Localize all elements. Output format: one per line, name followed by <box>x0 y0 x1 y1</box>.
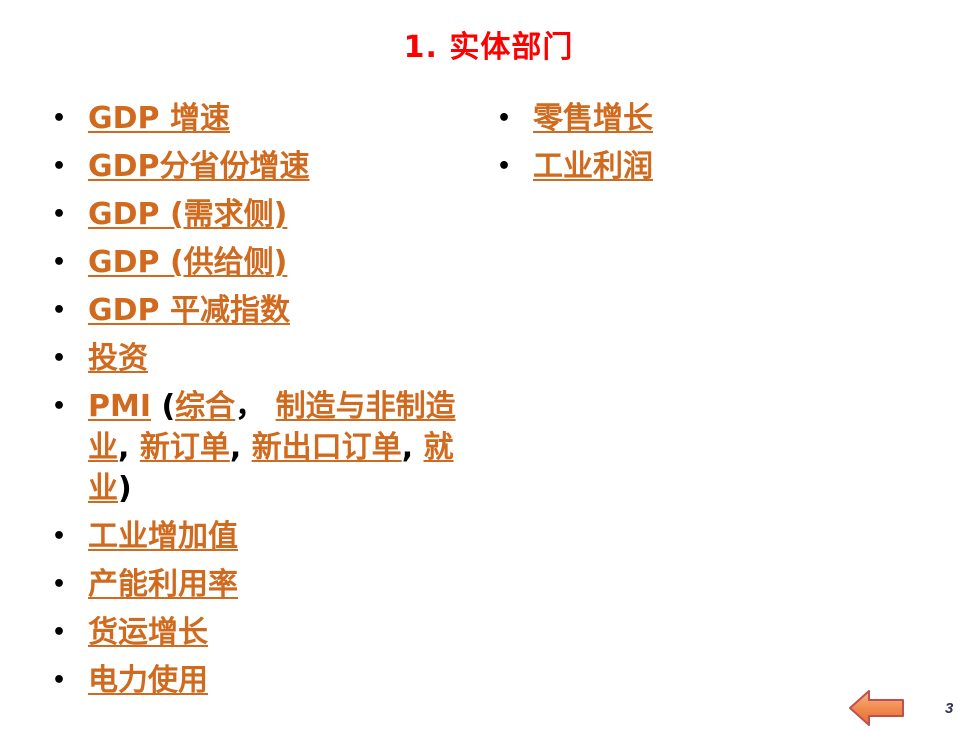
list-item: • 货运增长 <box>50 612 490 653</box>
link-investment[interactable]: 投资 <box>88 341 148 376</box>
left-arrow-icon <box>849 690 904 726</box>
link-gdp-supply-side[interactable]: GDP (供给侧) <box>88 245 288 280</box>
list-item: • GDP (需求侧) <box>50 194 490 235</box>
list-item-pmi: • PMI (综合， 制造与非制造业, 新订单, 新出口订单, 就业) <box>50 386 490 509</box>
link-gdp-demand-side[interactable]: GDP (需求侧) <box>88 197 288 232</box>
list-item: • 投资 <box>50 338 490 379</box>
list-item: • 产能利用率 <box>50 564 490 605</box>
back-arrow-button[interactable] <box>848 688 906 728</box>
bullet-icon: • <box>52 154 67 179</box>
link-industrial-profit[interactable]: 工业利润 <box>533 149 653 184</box>
list-item: • 工业增加值 <box>50 516 490 557</box>
link-capacity-utilization[interactable]: 产能利用率 <box>88 567 238 602</box>
pmi-close-paren: ) <box>118 471 132 506</box>
list-item: • GDP 平减指数 <box>50 290 490 331</box>
page-title: 1. 实体部门 <box>403 30 574 65</box>
pmi-comma-2: , <box>229 430 252 465</box>
link-pmi-new-export-orders[interactable]: 新出口订单 <box>251 430 402 465</box>
link-pmi-new-orders[interactable]: 新订单 <box>139 430 230 465</box>
list-item: • GDP (供给侧) <box>50 242 490 283</box>
pmi-comma-cn: ， <box>235 389 276 424</box>
link-retail-growth[interactable]: 零售增长 <box>533 101 653 136</box>
left-link-list: • GDP 增速 • GDP分省份增速 • GDP (需求侧) • GDP (供… <box>50 98 490 708</box>
bullet-icon: • <box>52 298 67 323</box>
list-item: • GDP分省份增速 <box>50 146 490 187</box>
link-electricity-usage[interactable]: 电力使用 <box>88 663 208 698</box>
list-item: • GDP 增速 <box>50 98 490 139</box>
bullet-icon: • <box>52 202 67 227</box>
link-pmi-mfg-nonmfg[interactable]: 制造与非制造业 <box>88 389 456 465</box>
bullet-icon: • <box>52 250 67 275</box>
bullet-icon: • <box>52 572 67 597</box>
list-item: • 电力使用 <box>50 660 490 701</box>
right-link-list: • 零售增长 • 工业利润 <box>495 98 795 194</box>
bullet-icon: • <box>497 154 512 179</box>
list-item: • 工业利润 <box>495 146 795 187</box>
link-gdp-growth[interactable]: GDP 增速 <box>88 101 230 136</box>
bullet-icon: • <box>52 620 67 645</box>
link-gdp-deflator[interactable]: GDP 平减指数 <box>88 293 290 328</box>
pmi-comma-1: , <box>118 430 140 465</box>
link-freight-growth[interactable]: 货运增长 <box>88 615 208 650</box>
bullet-icon: • <box>52 106 67 131</box>
bullet-icon: • <box>497 106 512 131</box>
page-number: 3 <box>945 700 954 717</box>
link-pmi[interactable]: PMI <box>88 389 152 424</box>
bullet-icon: • <box>52 394 67 419</box>
bullet-icon: • <box>52 346 67 371</box>
list-item: • 零售增长 <box>495 98 795 139</box>
link-gdp-by-province[interactable]: GDP分省份增速 <box>88 149 310 184</box>
link-pmi-composite[interactable]: 综合 <box>175 389 236 424</box>
link-industrial-value-added[interactable]: 工业增加值 <box>88 519 238 554</box>
pmi-comma-3: , <box>401 430 424 465</box>
pmi-open-paren: ( <box>151 389 176 424</box>
bullet-icon: • <box>52 668 67 693</box>
link-pmi-employment[interactable]: 就业 <box>88 430 454 506</box>
bullet-icon: • <box>52 524 67 549</box>
